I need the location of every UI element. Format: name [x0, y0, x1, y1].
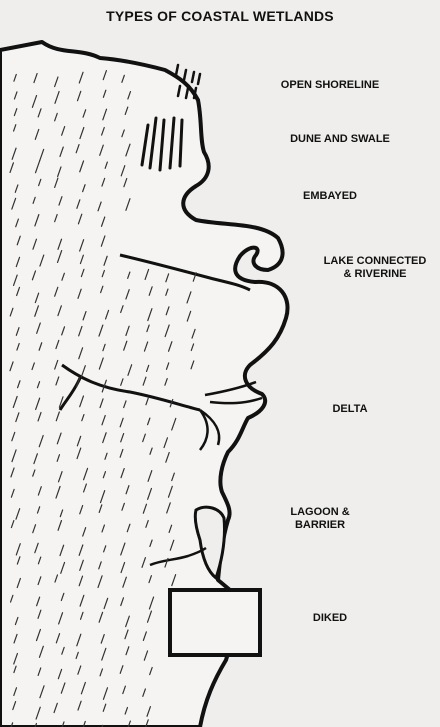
label-diked: DIKED: [300, 612, 360, 625]
label-dune-and-swale: DUNE AND SWALE: [285, 133, 395, 146]
diked-area: [170, 590, 260, 655]
label-delta: DELTA: [315, 403, 385, 416]
label-open-shoreline: OPEN SHORELINE: [270, 79, 390, 92]
label-lagoon-barrier: LAGOON & BARRIER: [280, 506, 360, 532]
diagram-title: TYPES OF COASTAL WETLANDS: [0, 8, 440, 24]
label-embayed: EMBAYED: [280, 190, 380, 203]
label-lake-connected-riverine: LAKE CONNECTED & RIVERINE: [310, 255, 440, 281]
